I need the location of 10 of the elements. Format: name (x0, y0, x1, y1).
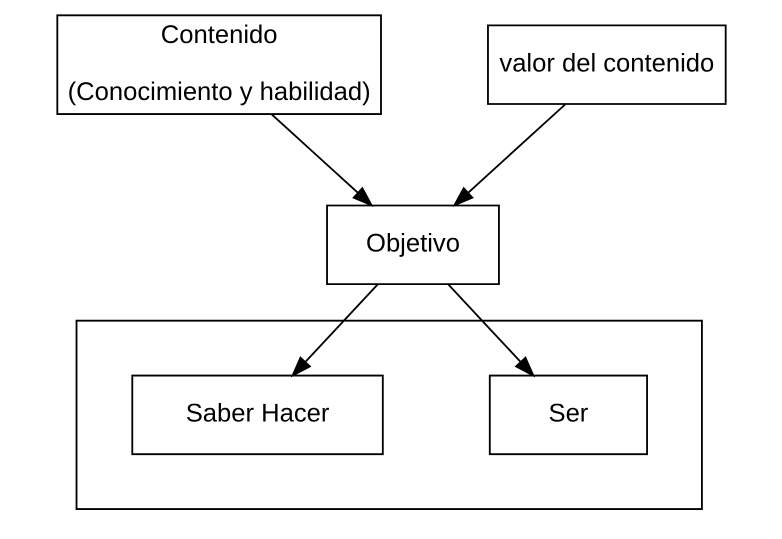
node-box: Saber Hacer (130, 374, 384, 456)
arrow (290, 284, 378, 378)
node-box: valor del contenido (486, 24, 726, 105)
node-box: Contenido (Conocimiento y habilidad) (56, 14, 382, 115)
arrow (452, 104, 566, 208)
arrow (447, 284, 535, 378)
node-box: Ser (488, 374, 648, 456)
arrow (270, 114, 374, 208)
node-box: Objetivo (326, 204, 500, 286)
cluster (75, 320, 702, 510)
